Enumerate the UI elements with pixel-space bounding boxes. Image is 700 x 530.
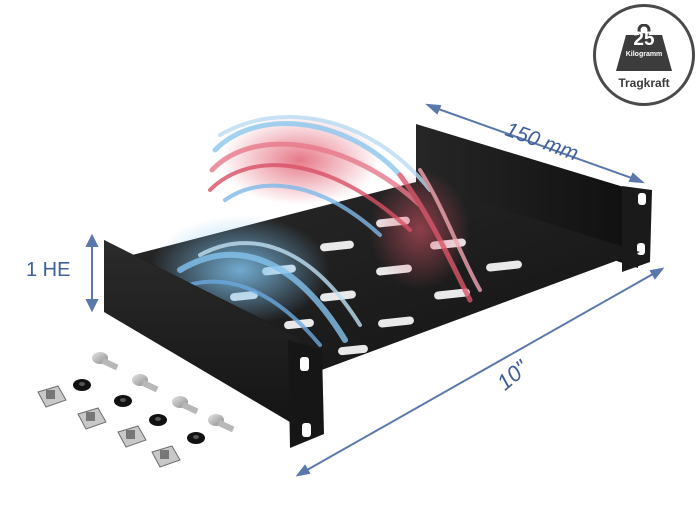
width-arrow [299,269,661,475]
cage-nut [37,385,67,408]
load-capacity-unit: Kilogramm [625,51,663,58]
screw [92,352,119,371]
shelf-front-wall [104,240,324,448]
mounting-hole [300,357,309,371]
mounting-hole [638,193,646,205]
load-capacity-badge: 25 Kilogramm Tragkraft [593,4,695,106]
load-capacity-caption: Tragkraft [618,76,670,90]
mounting-hole [302,423,311,437]
screw [132,374,159,393]
cage-nut [77,407,107,430]
height-label: 1 HE [26,259,71,281]
mounting-hole [637,243,645,255]
screw [208,414,235,433]
cage-nut [117,425,147,448]
mounting-hardware [37,352,235,468]
load-capacity-value: 25 [633,29,655,50]
weight-icon [616,24,672,71]
depth-arrow [429,105,641,182]
dimension-arrows [85,103,665,477]
screw [172,396,199,415]
cage-nut [151,445,181,468]
